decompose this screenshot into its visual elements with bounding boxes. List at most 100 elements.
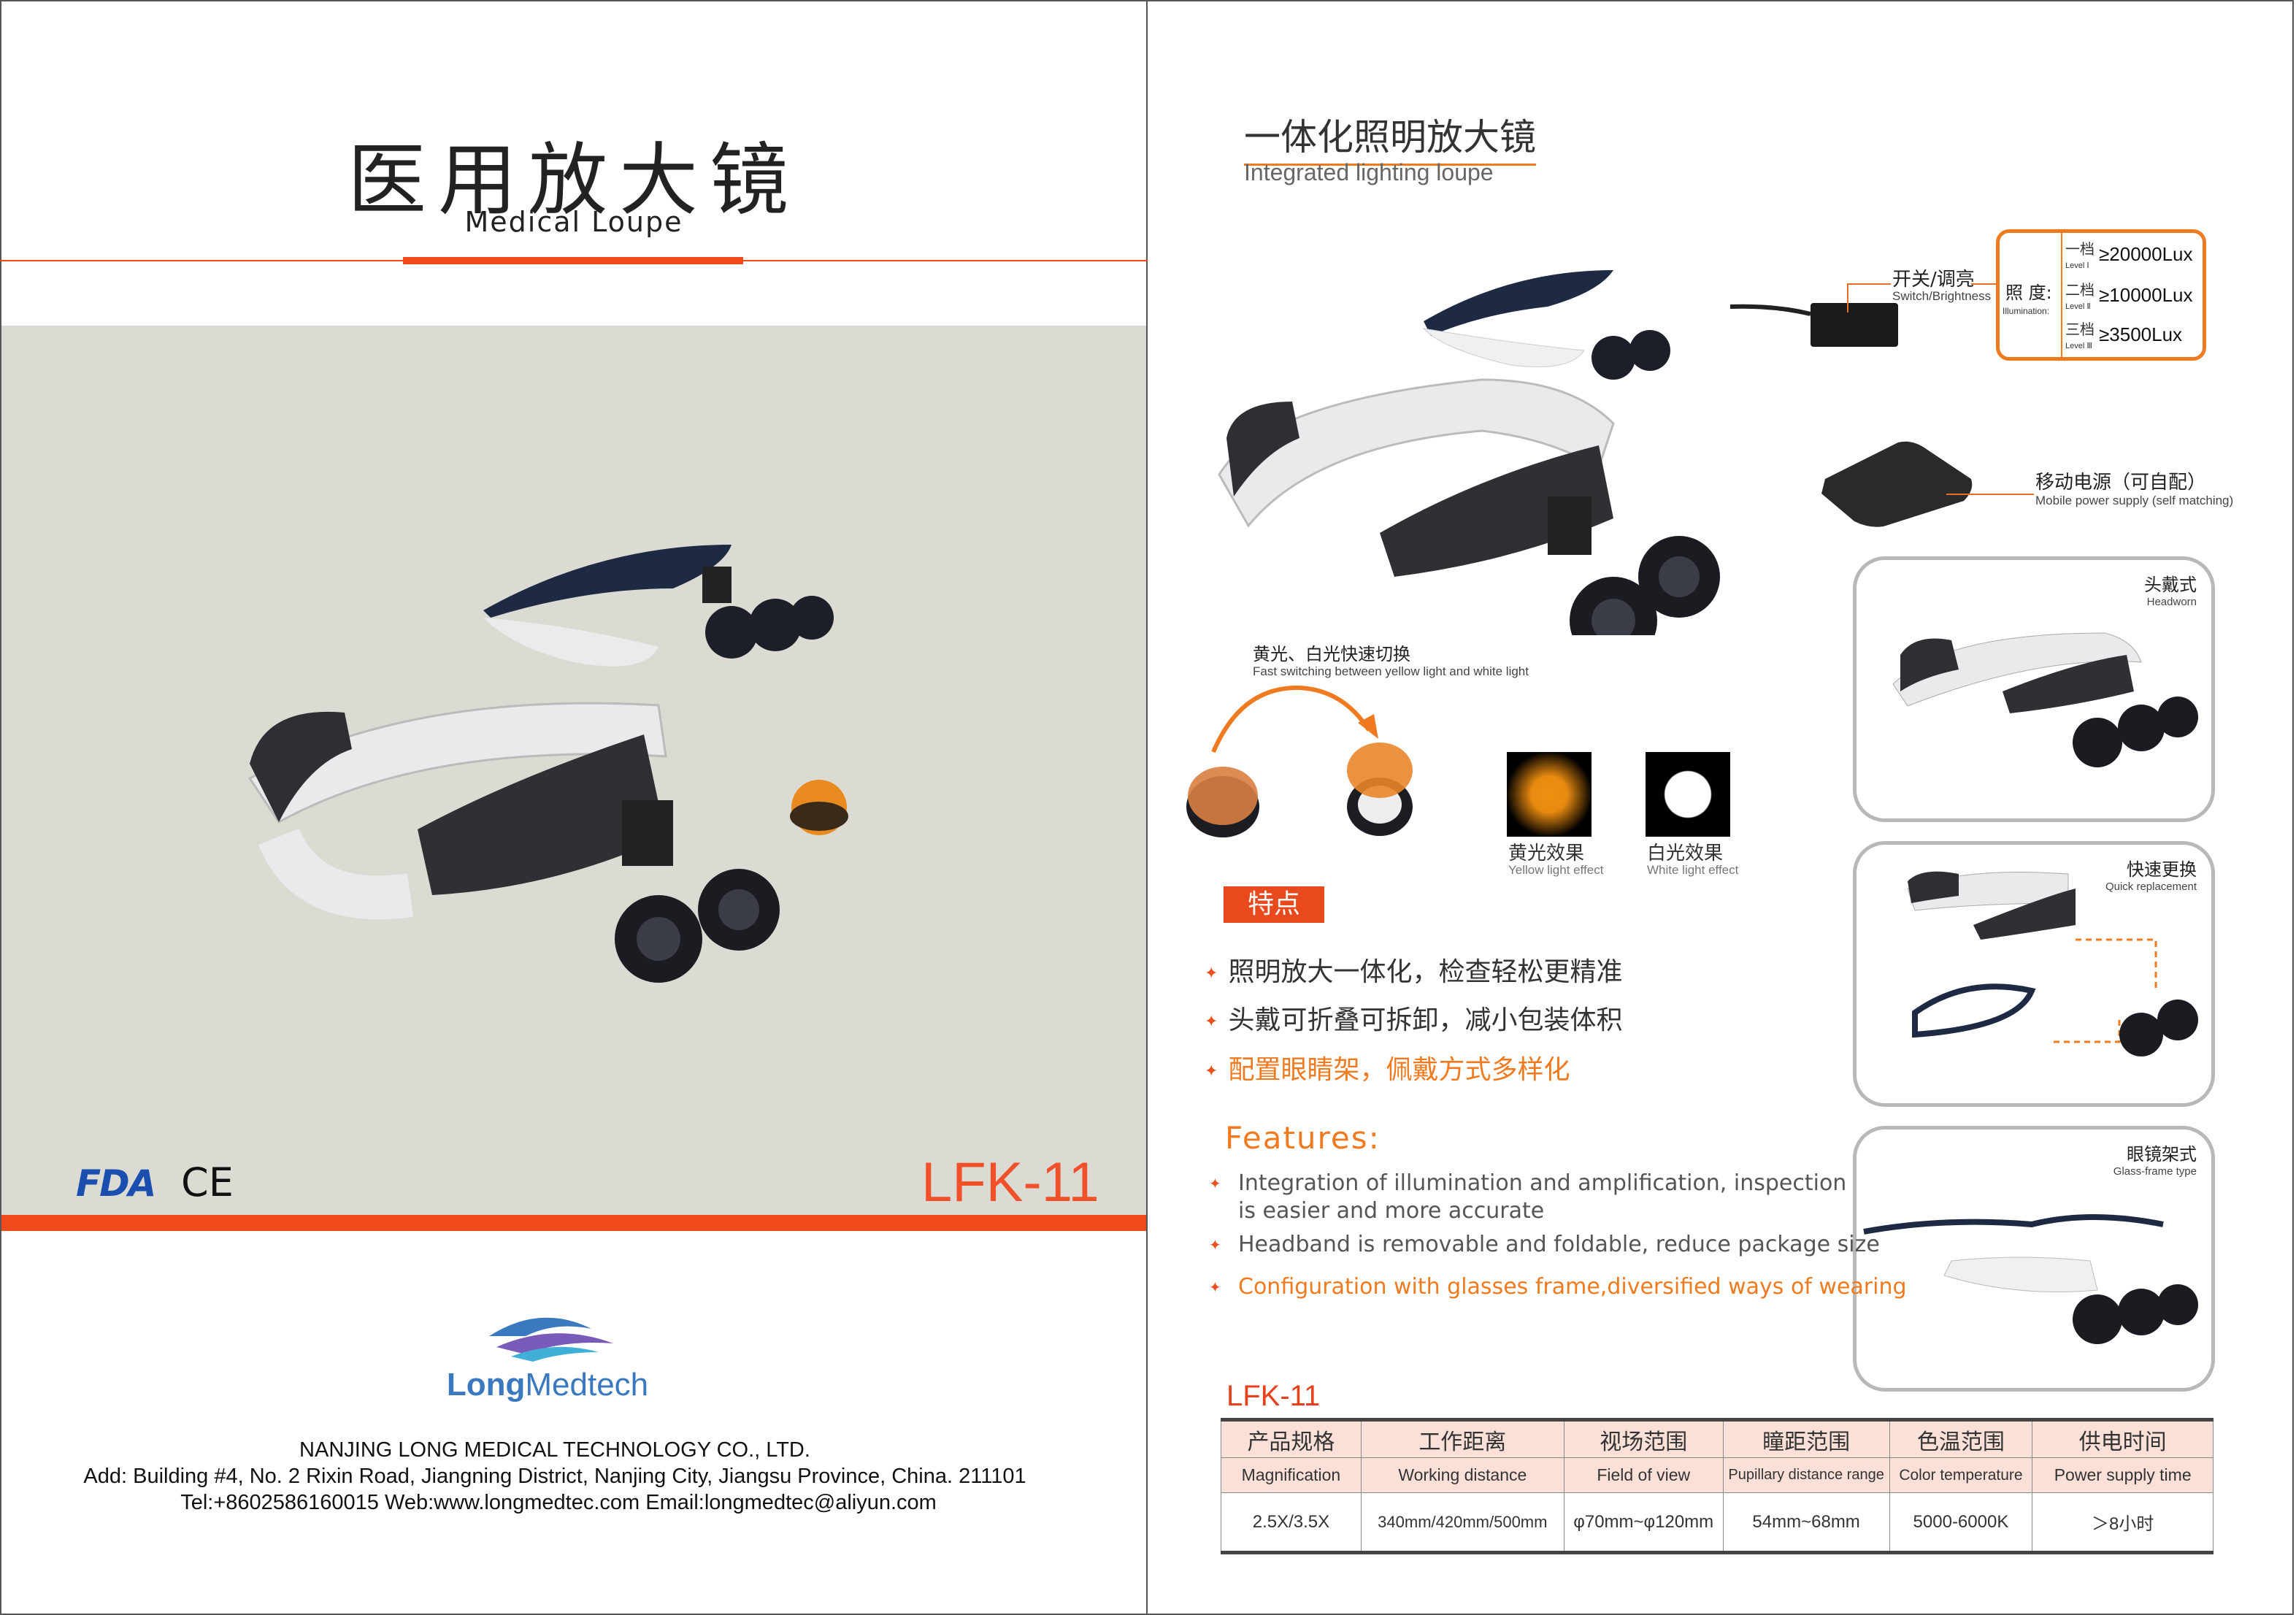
power-label-en: Mobile power supply (self matching) bbox=[2035, 494, 2234, 507]
illumination-level-3: 三档 Level Ⅲ ≥3500Lux bbox=[2065, 316, 2204, 357]
product-hero-panel bbox=[1, 326, 1146, 1215]
brand-name-rest: Medtech bbox=[525, 1367, 649, 1403]
level-1-value: ≥20000Lux bbox=[2099, 243, 2193, 265]
right-title-cn: 一体化照明放大镜 bbox=[1244, 108, 1536, 166]
header-cn: 视场范围 bbox=[1563, 1419, 1724, 1458]
level-2-en: Level Ⅱ bbox=[2065, 302, 2091, 311]
feature-en-3-text: Configuration with glasses frame,diversi… bbox=[1238, 1274, 1907, 1300]
level-1-cn: 一档 bbox=[2065, 240, 2095, 258]
power-bank-image bbox=[1821, 441, 1973, 527]
fda-logo: FDA bbox=[76, 1162, 156, 1205]
feature-en-2: ✦ Headband is removable and foldable, red… bbox=[1209, 1231, 1880, 1259]
integrated-loupe-image bbox=[1218, 270, 1720, 635]
header-cn: 瞳距范围 bbox=[1722, 1419, 1890, 1458]
spec-table: 产品规格 工作距离 视场范围 瞳距范围 色温范围 供电时间 Magnificat… bbox=[1221, 1418, 2214, 1554]
yellow-light-swatch bbox=[1507, 752, 1592, 837]
cell: ＞8小时 bbox=[2032, 1492, 2214, 1553]
switching-label-cn: 黄光、白光快速切换 bbox=[1253, 644, 1410, 664]
right-page-border bbox=[1146, 0, 2294, 1615]
white-effect-cn: 白光效果 bbox=[1647, 843, 1724, 864]
ce-mark: CE bbox=[181, 1159, 234, 1205]
cell: 340mm/420mm/500mm bbox=[1360, 1492, 1564, 1553]
switch-label-cn: 开关/调亮 bbox=[1892, 269, 1975, 291]
model-label: LFK-11 bbox=[921, 1151, 1099, 1213]
feature-cn-1-text: 照明放大一体化，检查轻松更精准 bbox=[1228, 957, 1623, 987]
panel-glass-cn: 眼镜架式 bbox=[2127, 1144, 2197, 1165]
brand-name-bold: Long bbox=[446, 1367, 526, 1403]
yellow-effect-cn: 黄光效果 bbox=[1508, 843, 1585, 864]
bullet-icon: ✦ bbox=[1205, 964, 1218, 983]
header-en: Power supply time bbox=[2032, 1457, 2214, 1493]
features-title: Features: bbox=[1225, 1120, 1381, 1156]
company-name: NANJING LONG MEDICAL TECHNOLOGY CO., LTD… bbox=[299, 1438, 810, 1462]
loupe-product-image bbox=[247, 545, 848, 983]
headworn-image bbox=[1892, 632, 2198, 767]
feature-cn-3: ✦ 配置眼睛架，佩戴方式多样化 bbox=[1205, 1048, 1570, 1086]
table-header-cn-row: 产品规格 工作距离 视场范围 瞳距范围 色温范围 供电时间 bbox=[1221, 1419, 2214, 1458]
header-cn: 工作距离 bbox=[1360, 1419, 1564, 1458]
switch-to-box-line bbox=[1971, 283, 1996, 285]
feature-en-1-text: Integration of illumination and amplific… bbox=[1238, 1170, 1847, 1224]
bullet-icon: ✦ bbox=[1209, 1278, 1221, 1296]
bullet-icon: ✦ bbox=[1205, 1012, 1218, 1031]
feature-cn-2: ✦ 头戴可折叠可拆卸，减小包装体积 bbox=[1205, 999, 1622, 1037]
company-address: Add: Building #4, No. 2 Rixin Road, Jian… bbox=[83, 1465, 1026, 1488]
switch-label-en: Switch/Brightness bbox=[1892, 289, 1992, 303]
illumination-box: 照 度: Illumination: 一档 Level Ⅰ ≥20000Lux … bbox=[1996, 229, 2206, 361]
header-en: Color temperature bbox=[1889, 1457, 2033, 1493]
title-accent-bar bbox=[403, 257, 743, 264]
cell: 5000-6000K bbox=[1889, 1492, 2033, 1553]
switch-box-image bbox=[1730, 303, 1898, 347]
accent-band bbox=[1, 1215, 1146, 1231]
panel-headworn-cn: 头戴式 bbox=[2144, 575, 2197, 595]
level-2-cn: 二档 bbox=[2065, 281, 2095, 299]
filter-switch-image bbox=[1186, 685, 1413, 837]
panel-quick-cn: 快速更换 bbox=[2127, 859, 2197, 880]
table-header-en-row: Magnification Working distance Field of … bbox=[1221, 1457, 2214, 1493]
glass-frame-image bbox=[1863, 1214, 2198, 1344]
switching-label-en: Fast switching between yellow light and … bbox=[1253, 664, 1529, 678]
feature-cn-2-text: 头戴可折叠可拆卸，减小包装体积 bbox=[1228, 1005, 1623, 1035]
brand-name: LongMedtech bbox=[0, 1367, 1095, 1403]
longmedtech-logo-icon bbox=[489, 1317, 613, 1362]
power-leader-line bbox=[1946, 494, 2034, 495]
feature-cn-1: ✦ 照明放大一体化，检查轻松更精准 bbox=[1205, 951, 1622, 989]
panel-glass-en: Glass-frame type bbox=[2113, 1165, 2197, 1178]
cell: φ70mm~φ120mm bbox=[1563, 1492, 1724, 1553]
left-title-en: Medical Loupe bbox=[464, 206, 683, 238]
header-en: Pupillary distance range bbox=[1722, 1457, 1890, 1493]
feature-en-3: ✦ Configuration with glasses frame,divers… bbox=[1209, 1273, 1907, 1301]
header-en: Working distance bbox=[1360, 1457, 1564, 1493]
cell: 54mm~68mm bbox=[1722, 1492, 1890, 1553]
illumination-label-en: Illumination: bbox=[2003, 306, 2050, 316]
power-label-cn: 移动电源（可自配） bbox=[2035, 472, 2207, 494]
level-1-en: Level Ⅰ bbox=[2065, 261, 2089, 270]
illumination-label-cn: 照 度: bbox=[2005, 283, 2052, 303]
table-title: LFK-11 bbox=[1226, 1380, 1321, 1412]
header-en: Field of view bbox=[1563, 1457, 1724, 1493]
features-badge: 特点 bbox=[1224, 886, 1324, 923]
illumination-level-2: 二档 Level Ⅱ ≥10000Lux bbox=[2065, 277, 2204, 318]
level-2-value: ≥10000Lux bbox=[2099, 284, 2193, 306]
white-light-swatch bbox=[1646, 752, 1730, 837]
quick-replacement-image bbox=[1907, 871, 2198, 1056]
white-effect-en: White light effect bbox=[1647, 863, 1739, 877]
company-contact: Tel:+8602586160015 Web:www.longmedtec.co… bbox=[180, 1491, 937, 1514]
header-cn: 色温范围 bbox=[1889, 1419, 2033, 1458]
bullet-icon: ✦ bbox=[1209, 1236, 1221, 1254]
level-3-cn: 三档 bbox=[2065, 321, 2095, 338]
panel-quick-en: Quick replacement bbox=[2105, 881, 2197, 893]
bullet-icon: ✦ bbox=[1205, 1062, 1218, 1081]
illumination-divider bbox=[2061, 233, 2062, 357]
illumination-level-1: 一档 Level Ⅰ ≥20000Lux bbox=[2065, 236, 2204, 277]
yellow-effect-en: Yellow light effect bbox=[1508, 863, 1604, 877]
header-cn: 产品规格 bbox=[1221, 1419, 1362, 1458]
feature-cn-3-text: 配置眼睛架，佩戴方式多样化 bbox=[1228, 1055, 1570, 1085]
panel-headworn-en: Headworn bbox=[2146, 596, 2197, 608]
feature-en-2-text: Headband is removable and foldable, redu… bbox=[1238, 1232, 1880, 1257]
header-cn: 供电时间 bbox=[2032, 1419, 2214, 1458]
left-title-cn: 医用放大镜 bbox=[347, 135, 800, 226]
